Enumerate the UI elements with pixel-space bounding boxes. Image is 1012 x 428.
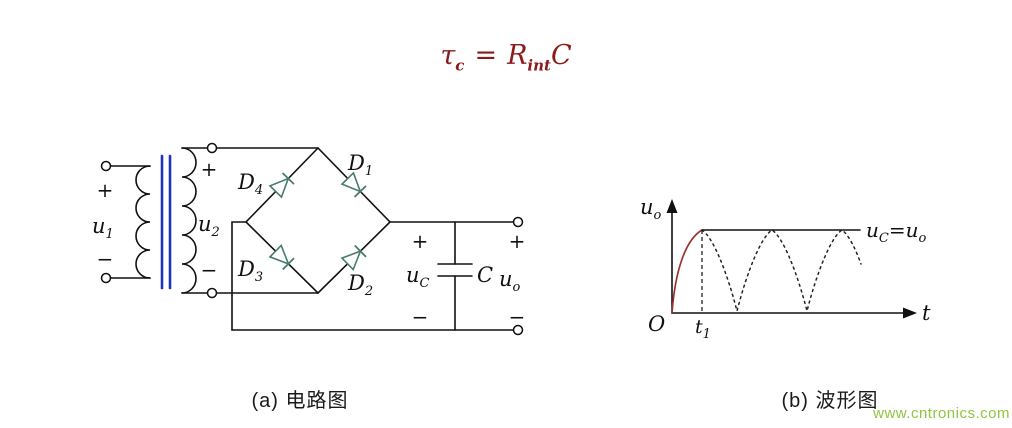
tau-symbol: τ	[440, 40, 456, 71]
uo-label: uo	[499, 267, 521, 295]
output-plus-sign: +	[509, 229, 526, 253]
output-top-terminal	[512, 216, 524, 228]
d3-label: D3	[237, 257, 263, 285]
u2-label: u2	[198, 212, 220, 240]
output-network	[231, 216, 524, 336]
transformer	[100, 142, 319, 299]
diode-d2-symbol	[340, 244, 367, 271]
diode-d3-symbol	[268, 244, 295, 271]
output-minus-sign: −	[509, 305, 526, 329]
c-symbol: C	[550, 40, 572, 71]
equals-sign: =	[474, 40, 498, 71]
diode-d3-bar	[282, 257, 295, 271]
y-axis-arrowhead	[666, 199, 678, 213]
diode-d4-bar	[281, 172, 295, 185]
diode-d1-triangle	[340, 171, 362, 193]
bridge-rectifier	[244, 146, 392, 295]
d2-label: D2	[347, 271, 373, 299]
diode-d4-symbol	[268, 172, 295, 199]
secondary-top-terminal	[206, 142, 218, 154]
primary-plus-sign: +	[97, 178, 114, 202]
capacitor-minus-sign: −	[412, 305, 429, 329]
d1-label: D1	[347, 151, 373, 179]
primary-bottom-terminal	[100, 272, 112, 284]
t1-label: t1	[695, 316, 711, 342]
caption-circuit-diagram: (a) 电路图	[251, 390, 349, 412]
secondary-coil	[181, 147, 197, 294]
u1-label: u1	[92, 214, 114, 242]
r-subscript: int	[527, 56, 551, 75]
capacitance-label: C	[477, 263, 493, 287]
circuit-diagram: + u1 − + u2 − D4 D1 D3 D2 + uC − C + uo …	[92, 142, 526, 336]
diode-d1-symbol	[340, 171, 367, 198]
x-axis-arrowhead	[903, 307, 917, 319]
secondary-plus-sign: +	[201, 157, 218, 181]
secondary-bottom-terminal	[206, 287, 218, 299]
tau-subscript: c	[455, 56, 465, 75]
primary-coil	[135, 165, 151, 279]
diode-d1-bar	[353, 185, 367, 198]
diode-d2-bar	[354, 244, 367, 258]
origin-label: O	[648, 312, 665, 336]
uc-equals-uo-label: uC=uo	[866, 218, 927, 246]
diode-d2-triangle	[340, 249, 362, 271]
negative-return-wire	[231, 221, 247, 331]
r-symbol: R	[507, 40, 528, 71]
ripple-dotted-curve	[701, 229, 862, 312]
diode-d3-triangle	[268, 244, 290, 266]
watermark-text: www.cntronics.com	[873, 405, 1010, 422]
capacitor-symbol	[437, 221, 473, 331]
diode-d4-triangle	[268, 177, 290, 199]
output-bottom-terminal	[512, 324, 524, 336]
primary-top-terminal	[100, 160, 112, 172]
capacitor-plus-sign: +	[412, 229, 429, 253]
secondary-minus-sign: −	[201, 258, 218, 282]
caption-waveform-diagram: (b) 波形图	[781, 390, 879, 412]
d4-label: D4	[237, 170, 263, 198]
waveform-plot: uo t O t1 uC=uo	[640, 195, 931, 342]
waveform-y-label: uo	[640, 195, 662, 223]
primary-minus-sign: −	[97, 247, 114, 271]
charging-curve	[671, 229, 703, 314]
bridge-diamond	[244, 146, 392, 295]
time-constant-formula: τc = RintC	[440, 40, 571, 74]
uc-label: uC	[406, 263, 430, 291]
waveform-x-label: t	[922, 301, 931, 325]
